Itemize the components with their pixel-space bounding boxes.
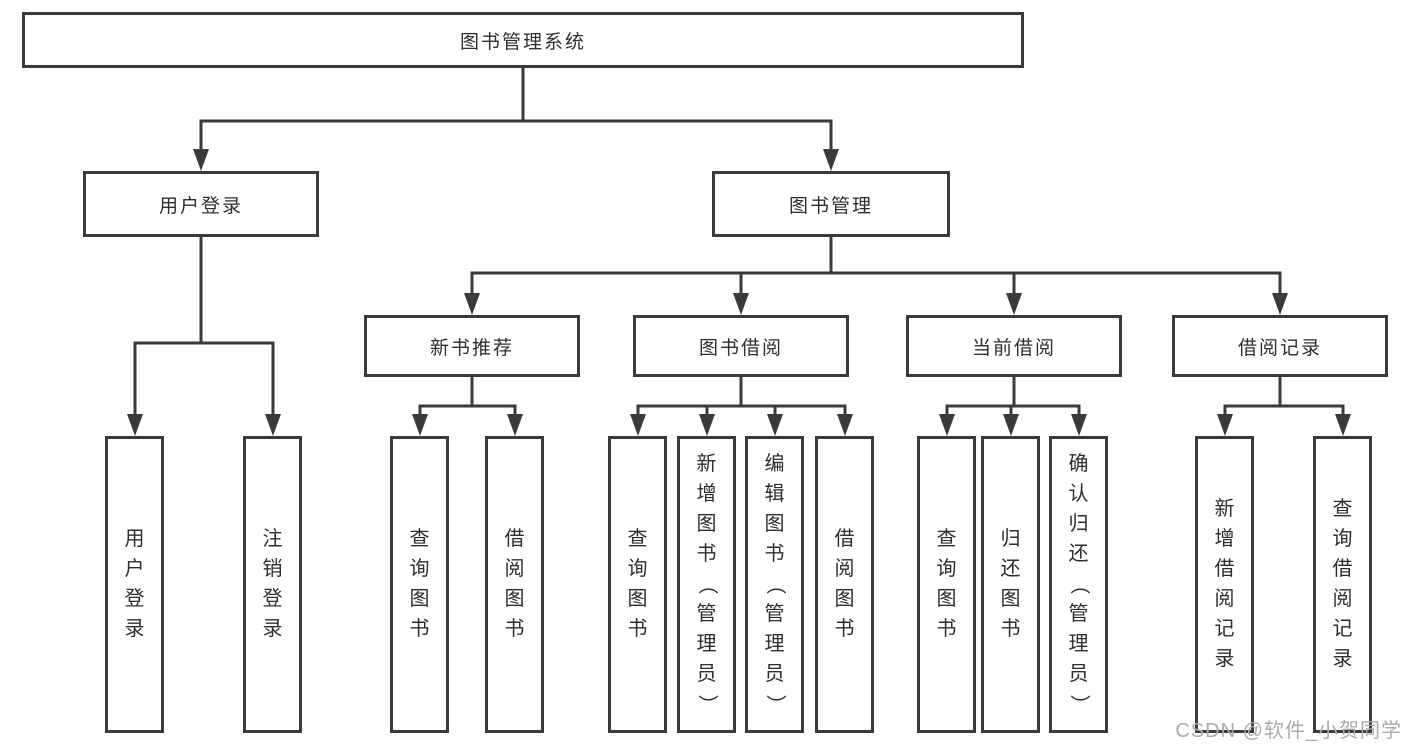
node-root-label: 图书管理系统 [459,31,586,53]
leaf-bb-query-books: 查询图书 [608,436,667,733]
leaf-cb-return-books: 归还图书 [981,436,1040,733]
leaf-br-add-record: 新增借阅记录 [1195,436,1254,733]
node-new-book-recommend: 新书推荐 [364,315,580,377]
leaf-nb-borrow-books: 借阅图书 [485,436,544,733]
node-book-management: 图书管理 [712,171,950,237]
leaf-bb-borrow-books: 借阅图书 [815,436,874,733]
node-borrow-records-label: 借阅记录 [1237,337,1322,359]
node-current-borrowing: 当前借阅 [906,315,1122,377]
leaf-user-login: 用户登录 [105,436,164,733]
node-new-book-recommend-label: 新书推荐 [429,337,514,359]
node-book-borrowing-label: 图书借阅 [698,337,783,359]
watermark: CSDN @软件_小贺同学 [1175,720,1402,742]
leaf-bb-edit-book-admin: 编辑图书（管理员） [745,436,804,733]
leaf-br-query-record: 查询借阅记录 [1313,436,1372,733]
node-book-management-label: 图书管理 [788,195,873,217]
leaf-cb-confirm-return-admin: 确认归还（管理员） [1049,436,1108,733]
leaf-nb-query-books: 查询图书 [390,436,449,733]
node-user-login: 用户登录 [83,171,319,237]
node-current-borrowing-label: 当前借阅 [971,337,1056,359]
node-user-login-label: 用户登录 [158,195,243,217]
leaf-logout-login: 注销登录 [243,436,302,733]
leaf-bb-add-book-admin: 新增图书（管理员） [677,436,736,733]
node-book-borrowing: 图书借阅 [633,315,849,377]
node-root: 图书管理系统 [22,12,1024,68]
leaf-cb-query-books: 查询图书 [917,436,976,733]
node-borrow-records: 借阅记录 [1172,315,1388,377]
